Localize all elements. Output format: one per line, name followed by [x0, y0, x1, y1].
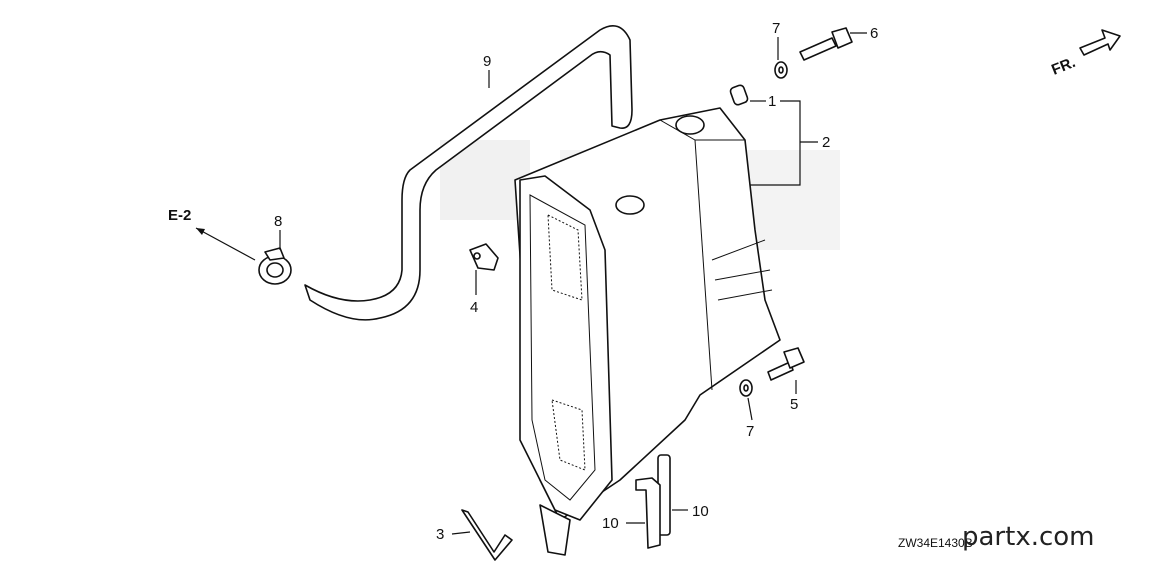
grommet-part-4[interactable]	[469, 243, 499, 271]
callout-7-lower: 7	[746, 423, 754, 440]
filter-frame	[519, 175, 613, 521]
reference-label-e2: E-2	[168, 207, 191, 224]
bolt-part-6[interactable]	[799, 27, 853, 61]
washer-part-7-lower[interactable]	[739, 379, 753, 397]
callout-2: 2	[822, 134, 830, 151]
ref-arrow-e2	[195, 227, 256, 261]
collar-part-1[interactable]	[729, 84, 749, 106]
callout-8: 8	[274, 213, 282, 230]
callout-5: 5	[790, 396, 798, 413]
washer-part-7-upper[interactable]	[774, 61, 788, 79]
front-direction-arrow-icon	[1079, 29, 1121, 56]
wire-clip-part-3[interactable]	[461, 509, 513, 561]
callout-1: 1	[768, 93, 776, 110]
front-direction-label: FR.	[1049, 54, 1078, 79]
hose-part-9[interactable]	[304, 24, 633, 321]
leader-lines	[279, 32, 867, 535]
diagram-code: ZW34E1430B	[898, 536, 973, 550]
callout-10-left: 10	[602, 515, 619, 532]
drain-tube-part-10[interactable]	[635, 454, 671, 549]
partx-watermark-text: partx.com	[962, 522, 1095, 552]
callout-7-upper: 7	[772, 20, 780, 37]
callout-3: 3	[436, 526, 444, 543]
bolt-part-5[interactable]	[767, 347, 805, 381]
callout-4: 4	[470, 299, 478, 316]
hose-clamp-part-8[interactable]	[258, 247, 292, 285]
case-bottom-tab	[539, 504, 571, 556]
callout-9: 9	[483, 53, 491, 70]
callout-6: 6	[870, 25, 878, 42]
callout-10-right: 10	[692, 503, 709, 520]
